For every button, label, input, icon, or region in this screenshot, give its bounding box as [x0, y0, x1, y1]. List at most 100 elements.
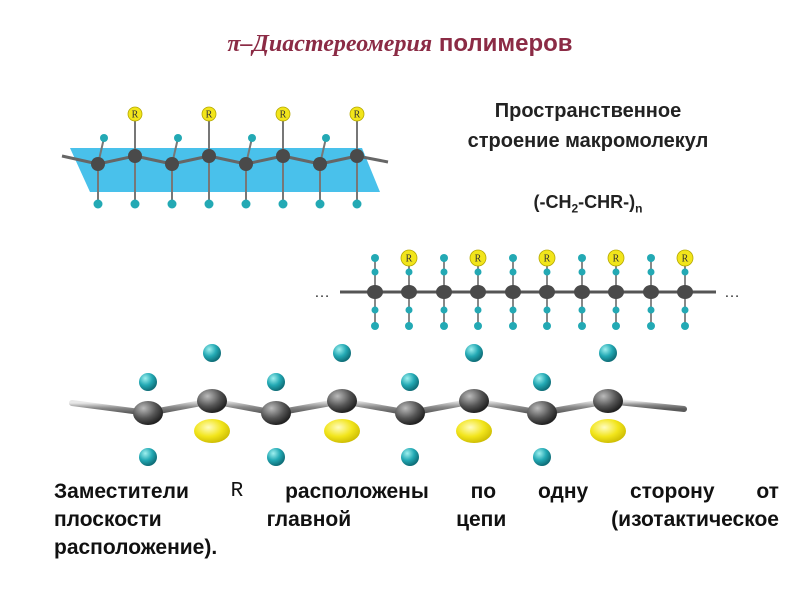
- hydrogen-atom: [681, 322, 689, 330]
- hydrogen-atom: [203, 344, 221, 362]
- hydrogen-atom: [241, 199, 251, 209]
- hydrogen-atom: [405, 322, 413, 330]
- hydrogen-atom: [130, 199, 140, 209]
- hydrogen-atom: [599, 344, 617, 362]
- slide-title: π–Диастереомерия полимеров: [0, 30, 800, 58]
- carbon-atom: [677, 285, 693, 299]
- carbon-atom: [165, 157, 179, 171]
- hydrogen-atom: [167, 199, 177, 209]
- substituent-r-atom: [127, 106, 143, 122]
- hydrogen-atom: [465, 344, 483, 362]
- substituent-r-atom: [400, 249, 418, 267]
- carbon-atom: [327, 389, 357, 413]
- caption-word: одну: [537, 480, 589, 503]
- hydrogen-atom: [440, 322, 448, 330]
- substituent-r-atom: [194, 419, 230, 443]
- carbon-atom: [539, 285, 555, 299]
- caption-line-1: Заместители R расположены по одну сторон…: [54, 478, 779, 506]
- substituent-r-atom: [676, 249, 694, 267]
- title-bold-part: полимеров: [438, 30, 573, 57]
- hydrogen-atom: [440, 306, 448, 314]
- hydrogen-atom: [315, 199, 325, 209]
- carbon-atom: [470, 285, 486, 299]
- carbon-atom: [313, 157, 327, 171]
- chain-ellipsis-right: …: [724, 284, 740, 301]
- hydrogen-atom: [352, 199, 362, 209]
- hydrogen-atom: [474, 268, 482, 276]
- hydrogen-atom: [405, 306, 413, 314]
- hydrogen-atom: [440, 254, 448, 262]
- hydrogen-atom: [647, 306, 655, 314]
- hydrogen-atom: [681, 268, 689, 276]
- hydrogen-atom: [612, 322, 620, 330]
- substituent-r-atom: [349, 106, 365, 122]
- hydrogen-atom: [371, 268, 379, 276]
- substituent-r-atom: [456, 419, 492, 443]
- caption-word: сторону: [630, 480, 715, 503]
- substituent-r-atom: [201, 106, 217, 122]
- carbon-atom: [395, 401, 425, 425]
- hydrogen-atom: [139, 448, 157, 466]
- substituent-r-label: R: [206, 110, 213, 121]
- hydrogen-atom: [174, 134, 182, 142]
- hydrogen-atom: [405, 268, 413, 276]
- formula-sub-n: n: [635, 201, 643, 216]
- hydrogen-atom: [371, 306, 379, 314]
- caption-word: R: [230, 480, 244, 503]
- hydrogen-atom: [100, 134, 108, 142]
- carbon-atom: [133, 401, 163, 425]
- hydrogen-atom: [474, 306, 482, 314]
- caption-word: расположены: [285, 480, 429, 503]
- hydrogen-atom: [248, 134, 256, 142]
- substituent-r-atom: [275, 106, 291, 122]
- hydrogen-atom: [681, 306, 689, 314]
- subtitle-line-1: Пространственное: [494, 100, 682, 122]
- hydrogen-atom: [509, 254, 517, 262]
- substituent-r-label: R: [544, 254, 551, 265]
- caption-word: (изотактическое: [611, 508, 779, 531]
- hydrogen-atom: [333, 344, 351, 362]
- hydrogen-atom: [267, 448, 285, 466]
- hydrogen-atom: [267, 373, 285, 391]
- carbon-atom: [350, 149, 364, 163]
- hydrogen-atom: [543, 306, 551, 314]
- carbon-atom: [239, 157, 253, 171]
- caption-word: от: [756, 480, 779, 503]
- hydrogen-atom: [474, 322, 482, 330]
- carbon-atom: [276, 149, 290, 163]
- carbon-atom: [197, 389, 227, 413]
- hydrogen-atom: [543, 322, 551, 330]
- title-italic-part: π–Диастереомерия: [227, 31, 433, 57]
- carbon-atom: [527, 401, 557, 425]
- carbon-atom: [593, 389, 623, 413]
- carbon-atom: [608, 285, 624, 299]
- caption-word: главной: [266, 508, 352, 531]
- substituent-r-atom: [590, 419, 626, 443]
- caption-word: расположение).: [54, 536, 218, 559]
- substituent-r-label: R: [682, 254, 689, 265]
- hydrogen-atom: [647, 254, 655, 262]
- carbon-atom: [91, 157, 105, 171]
- hydrogen-atom: [278, 199, 288, 209]
- carbon-atom: [401, 285, 417, 299]
- substituent-r-label: R: [354, 110, 361, 121]
- hydrogen-atom: [578, 322, 586, 330]
- caption-word: плоскости: [54, 508, 162, 531]
- formula-sub-1: 2: [571, 201, 579, 216]
- formula-part-1: (-CH: [533, 192, 572, 212]
- caption-word: по: [470, 480, 497, 503]
- formula-part-2: -CHR-): [578, 192, 636, 212]
- hydrogen-atom: [612, 268, 620, 276]
- caption: Заместители R расположены по одну сторон…: [54, 478, 779, 562]
- hydrogen-atom: [401, 448, 419, 466]
- caption-line-3: расположение).: [54, 534, 779, 562]
- hydrogen-atom: [371, 254, 379, 262]
- hydrogen-atom: [647, 268, 655, 276]
- polymer-formula: (-CH2-CHR-)n: [418, 192, 758, 216]
- substituent-r-atom: [324, 419, 360, 443]
- carbon-atom: [643, 285, 659, 299]
- subtitle-line-2: строение макромолекул: [467, 130, 709, 152]
- substituent-r-atom: [607, 249, 625, 267]
- molecule-3d-diagram: [69, 344, 687, 466]
